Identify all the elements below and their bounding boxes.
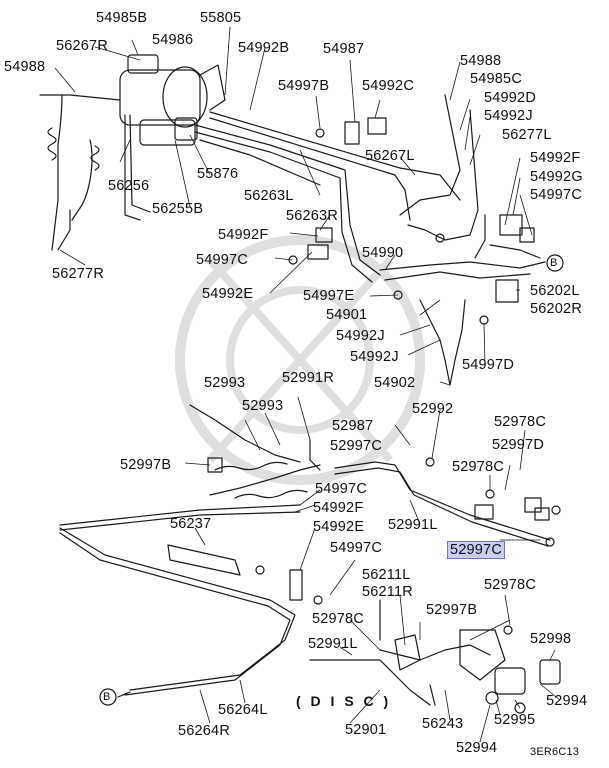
part-label: 56267R [56, 38, 108, 54]
part-label: 56202L [530, 283, 580, 299]
part-label: 54992J [350, 349, 399, 365]
part-label: 52997C [330, 438, 382, 454]
part-label: 54986 [152, 32, 194, 48]
part-label: 54997D [462, 357, 514, 373]
part-label: 52997D [492, 437, 544, 453]
part-label: 54997E [303, 288, 355, 304]
part-label: 56202R [530, 301, 582, 317]
part-label: 56255B [152, 201, 204, 217]
part-label: 55876 [197, 166, 239, 182]
disc-label: ( D I S C ) [296, 693, 392, 709]
part-label: 54992B [238, 40, 290, 56]
part-label: 54997C [196, 252, 248, 268]
part-label: 54992C [362, 78, 414, 94]
part-label: 52978C [452, 459, 504, 475]
part-label: 52991L [308, 636, 358, 652]
part-label: 54997C [330, 540, 382, 556]
part-label: 52992 [412, 401, 454, 417]
part-label: 54997B [278, 78, 330, 94]
part-label: 52997B [426, 602, 478, 618]
part-label: 52998 [530, 631, 572, 647]
part-label: 54990 [362, 245, 404, 261]
part-label: 52991L [388, 517, 438, 533]
master-cylinder-unit [119, 54, 226, 146]
part-label: 54992F [218, 227, 269, 243]
part-label: 54988 [4, 59, 46, 75]
part-label: 54992F [313, 500, 364, 516]
connector-b-bottom: B [103, 691, 111, 703]
part-label: 54988 [460, 53, 502, 69]
part-label: 55805 [200, 10, 242, 26]
part-label: 56243 [422, 716, 464, 732]
part-label: 52995 [494, 712, 536, 728]
part-label: 54901 [326, 307, 368, 323]
part-label: 54902 [374, 375, 416, 391]
part-label: 52993 [242, 398, 284, 414]
part-label: 56237 [170, 516, 212, 532]
part-label: 52978C [312, 611, 364, 627]
part-label: 54992J [484, 108, 533, 124]
part-label: 56277R [52, 266, 104, 282]
part-label: 52978C [494, 414, 546, 430]
part-label: 54985C [470, 71, 522, 87]
part-label: 54992F [530, 150, 581, 166]
part-label: 52993 [204, 375, 246, 391]
part-label: 56256 [108, 178, 150, 194]
part-label: 54997C [315, 481, 367, 497]
part-label: 52994 [546, 693, 588, 709]
part-label: 56263R [286, 208, 338, 224]
part-label: 56211R [362, 584, 413, 600]
part-label: 54992D [484, 90, 536, 106]
part-label: 56277L [502, 127, 552, 143]
part-label: 54992G [530, 169, 583, 185]
part-label: 54992E [202, 286, 254, 302]
part-label: 56263L [244, 188, 294, 204]
part-label: 52994 [456, 740, 498, 756]
part-label: 52987 [332, 418, 374, 434]
part-label: 52901 [345, 722, 387, 738]
watermark-emblem [175, 235, 425, 485]
diagram-code: 3ER6C13 [530, 746, 580, 758]
part-label: 56211L [362, 567, 411, 583]
part-label: 56264L [218, 702, 268, 718]
part-label: 54985B [96, 10, 148, 26]
part-label: 56267L [365, 148, 415, 164]
part-label-highlighted[interactable]: 52997C [447, 541, 505, 559]
part-label: 54992E [313, 519, 365, 535]
part-label: 52991R [282, 370, 334, 386]
part-label: 54992J [336, 328, 385, 344]
part-label: 54997C [530, 187, 582, 203]
part-label: 54987 [323, 41, 365, 57]
part-label: 56264R [178, 723, 230, 739]
connector-b-top: B [550, 257, 558, 269]
part-label: 52978C [484, 577, 536, 593]
part-label: 52997B [120, 457, 172, 473]
